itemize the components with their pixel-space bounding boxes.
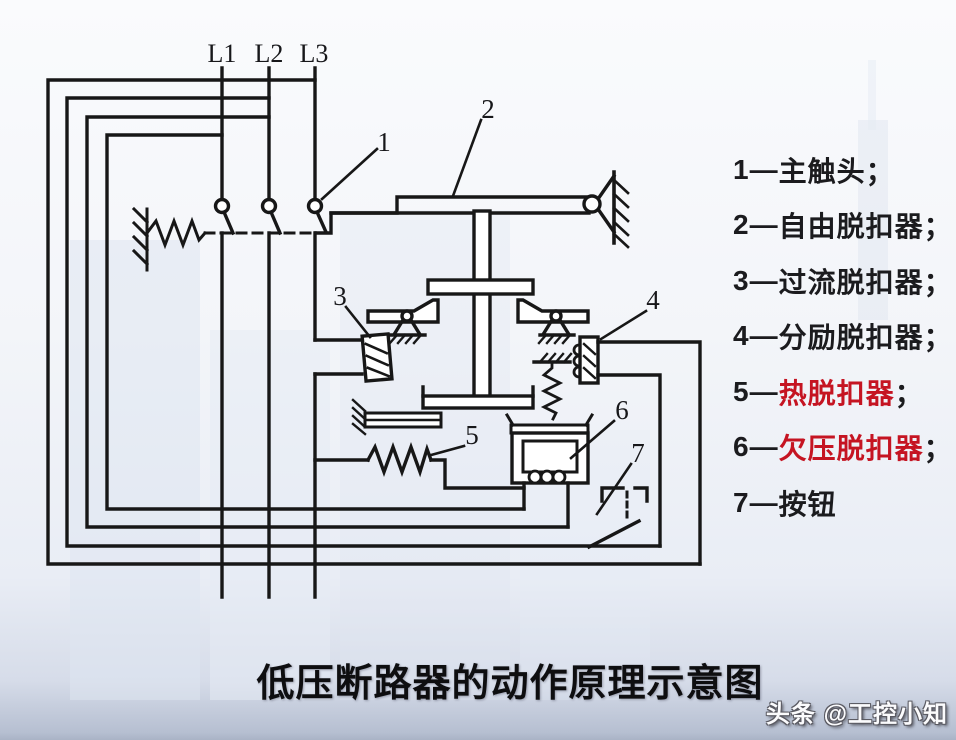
thermal-release bbox=[313, 398, 526, 490]
page-title: 低压断路器的动作原理示意图 bbox=[256, 663, 764, 705]
legend-sep: — bbox=[749, 486, 779, 518]
phase-label-l3: L3 bbox=[300, 39, 329, 68]
callout-leaders bbox=[320, 118, 648, 516]
callout-7: 7 bbox=[631, 438, 645, 468]
legend-num: 6 bbox=[733, 431, 750, 463]
legend-suffix: ； bbox=[923, 322, 953, 354]
legend-item-7: 7—按钮 bbox=[733, 475, 956, 531]
callout-4: 4 bbox=[646, 285, 660, 315]
background-tower bbox=[868, 60, 876, 130]
legend-sep: — bbox=[749, 431, 779, 463]
fixed-pivot bbox=[582, 170, 630, 249]
legend-name: 自由脱扣器 bbox=[778, 211, 924, 243]
legend: 1—主触头； 2—自由脱扣器； 3—过流脱扣器； 4—分励脱扣器； 5—热脱扣器… bbox=[733, 142, 956, 531]
callout-numbers: 1 2 3 4 5 6 7 bbox=[333, 94, 660, 468]
legend-suffix: ； bbox=[923, 433, 953, 465]
background-building bbox=[70, 240, 200, 700]
overcurrent-release bbox=[313, 298, 440, 383]
legend-suffix: ； bbox=[923, 211, 953, 243]
free-trip-bar bbox=[314, 195, 591, 235]
legend-item-2: 2—自由脱扣器； bbox=[733, 198, 956, 254]
phase-lines bbox=[220, 66, 317, 599]
callout-5: 5 bbox=[465, 420, 479, 450]
background-tower bbox=[858, 120, 888, 320]
phase-label-l2: L2 bbox=[255, 39, 284, 68]
legend-num: 5 bbox=[733, 375, 750, 407]
legend-name: 按钮 bbox=[778, 488, 837, 520]
legend-num: 7 bbox=[733, 486, 750, 518]
phase-loop-wires bbox=[46, 78, 702, 566]
main-contacts bbox=[203, 197, 329, 236]
legend-name: 过流脱扣器 bbox=[778, 266, 924, 298]
watermark: 头条 @工控小知 bbox=[765, 701, 948, 728]
legend-sep: — bbox=[749, 320, 779, 352]
callout-3: 3 bbox=[333, 281, 347, 311]
legend-num: 1 bbox=[733, 153, 750, 185]
legend-sep: — bbox=[749, 264, 779, 296]
legend-sep: — bbox=[749, 209, 779, 241]
shunt-release bbox=[516, 298, 702, 566]
legend-sep: — bbox=[749, 375, 779, 407]
legend-name: 欠压脱扣器 bbox=[778, 433, 924, 465]
legend-suffix: ； bbox=[923, 266, 953, 298]
legend-item-6: 6—欠压脱扣器； bbox=[733, 420, 956, 476]
phase-label-l1: L1 bbox=[208, 39, 237, 68]
phase-labels: L1 L2 L3 bbox=[208, 39, 329, 68]
legend-sep: — bbox=[749, 153, 779, 185]
legend-name: 主触头 bbox=[778, 155, 866, 187]
callout-1: 1 bbox=[377, 127, 391, 157]
legend-suffix: ； bbox=[894, 377, 924, 409]
legend-name: 热脱扣器 bbox=[778, 377, 895, 409]
legend-item-5: 5—热脱扣器； bbox=[733, 364, 956, 420]
legend-num: 4 bbox=[733, 320, 750, 352]
legend-num: 3 bbox=[733, 264, 750, 296]
contact-spring bbox=[131, 206, 208, 272]
legend-item-4: 4—分励脱扣器； bbox=[733, 309, 956, 365]
legend-item-3: 3—过流脱扣器； bbox=[733, 253, 956, 309]
legend-suffix: ； bbox=[865, 155, 895, 187]
callout-6: 6 bbox=[615, 395, 629, 425]
legend-name: 分励脱扣器 bbox=[778, 322, 924, 354]
callout-2: 2 bbox=[481, 94, 495, 124]
legend-item-1: 1—主触头； bbox=[733, 142, 956, 198]
trip-rod bbox=[421, 209, 535, 410]
legend-num: 2 bbox=[733, 209, 750, 241]
push-button bbox=[586, 486, 649, 550]
